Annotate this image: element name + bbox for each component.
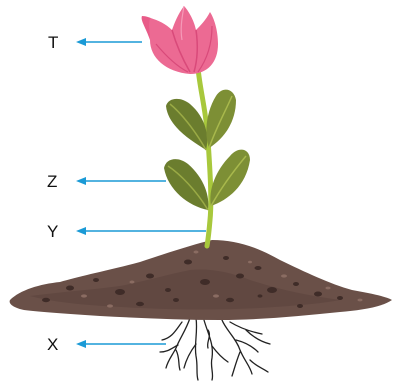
roots [160,318,270,380]
arrow-t [76,38,142,46]
arrow-z [76,177,166,185]
arrow-x [76,340,166,348]
soil-mound [10,240,392,320]
stem [198,68,211,246]
label-y: Y [47,222,58,241]
arrow-y [76,227,206,235]
label-z: Z [47,172,57,191]
flower [142,6,218,74]
label-x: X [47,335,58,354]
label-t: T [48,33,58,52]
